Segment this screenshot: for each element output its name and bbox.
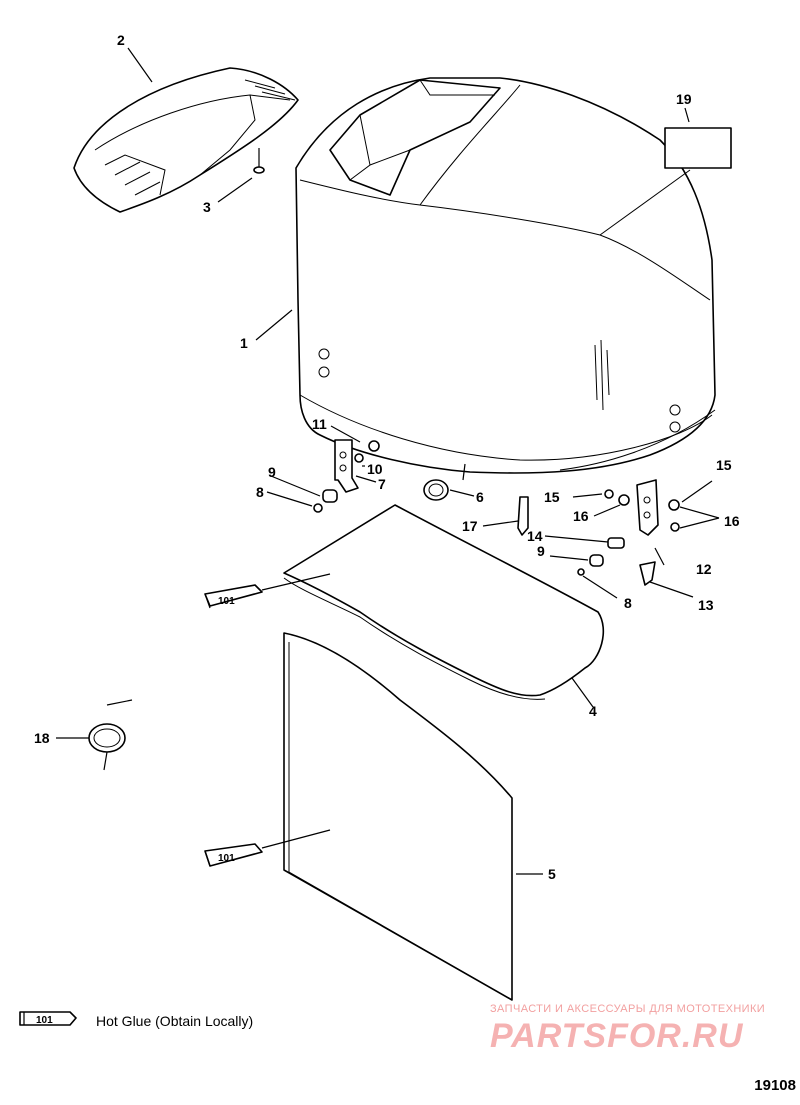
callout-6: 6: [476, 489, 484, 505]
watermark-tagline: ЗАПЧАСТИ И АКСЕССУАРЫ ДЛЯ МОТОТЕХНИКИ: [490, 1003, 766, 1015]
callout-4: 4: [589, 703, 597, 719]
callout-9-right: 9: [537, 543, 545, 559]
grommet: [423, 479, 449, 501]
callout-1: 1: [240, 335, 248, 351]
callout-5: 5: [548, 866, 556, 882]
leader-lines: [56, 47, 720, 875]
callout-10: 10: [367, 461, 383, 477]
legend-text: Hot Glue (Obtain Locally): [96, 1013, 254, 1029]
callout-14: 14: [527, 528, 543, 544]
callout-15-left: 15: [544, 489, 560, 505]
callout-12: 12: [696, 561, 712, 577]
callout-3: 3: [203, 199, 211, 215]
top-cowl: [295, 77, 716, 474]
glue-tube-upper: 101: [204, 573, 331, 609]
foam-top: [283, 504, 605, 700]
foam-bottom: [283, 632, 513, 1001]
callout-19: 19: [676, 91, 692, 107]
vent-cover: [73, 67, 299, 213]
right-latch-hardware: [517, 479, 680, 586]
callout-8-left: 8: [256, 484, 264, 500]
callout-8-right: 8: [624, 595, 632, 611]
watermark-brand: PARTSFOR.RU: [490, 1017, 744, 1055]
screw: [253, 148, 265, 174]
callout-18: 18: [34, 730, 50, 746]
svg-text:101: 101: [218, 596, 235, 607]
callout-11: 11: [312, 416, 327, 432]
left-latch-hardware: [313, 439, 380, 513]
svg-text:101: 101: [218, 853, 235, 864]
glue-tube-lower: 101: [204, 829, 331, 867]
callout-13: 13: [698, 597, 714, 613]
callout-15-right: 15: [716, 457, 732, 473]
callout-2: 2: [117, 32, 125, 48]
drawing-number: 19108: [754, 1077, 796, 1094]
callout-16-left: 16: [573, 508, 589, 524]
callout-17: 17: [462, 518, 478, 534]
callout-16-right: 16: [724, 513, 740, 529]
callout-labels: 2 3 1 19 11 10 7 9 8 6 17 15 16 14 9 8 1…: [34, 32, 740, 882]
callout-7: 7: [378, 476, 386, 492]
svg-text:101: 101: [36, 1015, 53, 1026]
wire-coil: [88, 699, 133, 771]
decal: [664, 127, 732, 169]
glue-tube-icon: 101: [19, 1011, 77, 1026]
callout-9-left: 9: [268, 464, 276, 480]
